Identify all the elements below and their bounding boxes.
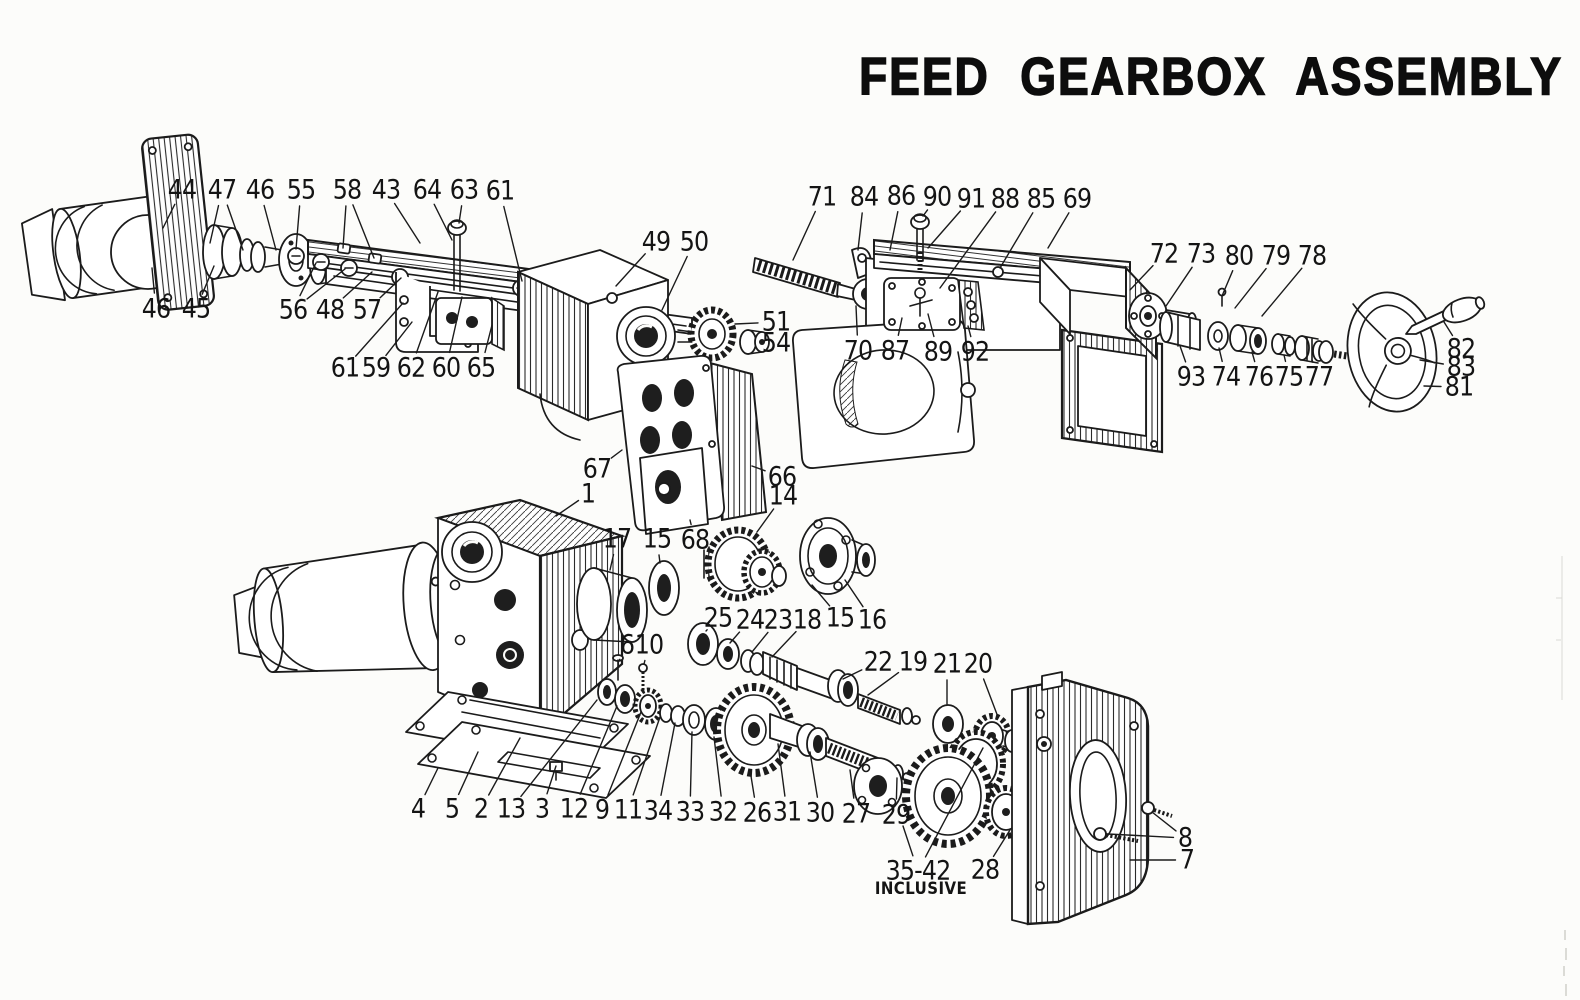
handwheel-shaft-parts: [1159, 287, 1355, 364]
washer-74: [1207, 321, 1229, 351]
strip-92: [957, 279, 985, 331]
open-box-frame: [1060, 328, 1164, 454]
handle-82: [1405, 296, 1486, 335]
rounded-cover: [792, 319, 976, 469]
gearbox-housing-1: [434, 498, 626, 737]
screws-8: [1093, 801, 1173, 843]
latch-89: [909, 287, 933, 317]
cap-54: [739, 329, 770, 355]
feed-shaft-assembly: [21, 133, 770, 535]
handwheel-81: [1346, 291, 1438, 413]
hub-83: [1384, 337, 1412, 365]
lower-shaft-chain: [597, 678, 1040, 848]
bearing-17: [576, 567, 648, 643]
bush-33: [682, 704, 706, 736]
spline-18: [762, 651, 798, 691]
cover-plates-66-67-68: [616, 355, 768, 535]
leader-lines: [151, 202, 1454, 861]
leadscrew-assembly: [752, 213, 1486, 469]
leadscrew-71: [752, 257, 873, 305]
figure-title: FEED GEARBOX ASSEMBLY: [858, 46, 1563, 107]
plunger-90-91: [910, 213, 930, 270]
spacer-75: [1271, 333, 1285, 355]
ring-15: [648, 560, 680, 616]
gearbox-assembly: [233, 498, 1173, 926]
bearing-76: [1229, 324, 1247, 352]
bolt-85: [992, 266, 1004, 278]
base-plates: [405, 691, 651, 799]
pins-6-10: [612, 654, 648, 690]
gear-14: [703, 526, 787, 602]
clip-58b: [367, 252, 383, 265]
clip-58a: [336, 242, 352, 255]
adjuster-stud-63-64: [447, 219, 467, 292]
flange-16: [799, 517, 876, 595]
scan-artifacts: [1556, 556, 1567, 996]
end-plate-7: [1011, 671, 1173, 926]
cover-plate-87: [883, 277, 961, 331]
cover-block-60-65: [435, 296, 505, 352]
gear-51: [677, 306, 737, 362]
washer-11: [659, 703, 673, 723]
mounting-plate-44: [141, 133, 215, 311]
